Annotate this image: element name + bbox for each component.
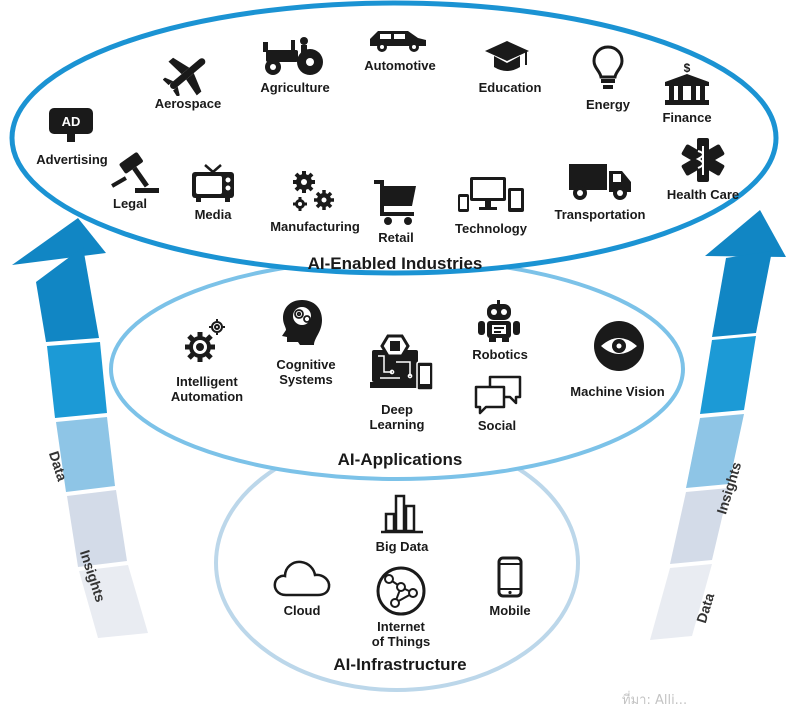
industries-ring [9, 0, 779, 276]
gavel-icon [111, 152, 159, 193]
robot-icon [478, 300, 520, 342]
app-label-deep-learning: Deep Learning [369, 402, 425, 432]
industry-label-legal: Legal [113, 196, 147, 211]
infrastructure-title: AI-Infrastructure [333, 655, 467, 674]
car-icon [370, 31, 426, 52]
industry-label-education: Education [478, 80, 542, 95]
industry-label-technology: Technology [455, 221, 527, 236]
industry-label-advertising: Advertising [36, 152, 108, 167]
right-arrow-head [705, 210, 786, 257]
shopping-cart-icon [374, 180, 416, 225]
right-arrow-segment-5 [650, 564, 712, 640]
eye-icon [594, 321, 644, 371]
ad-icon: AD [49, 108, 93, 142]
tv-icon [192, 164, 234, 202]
tractor-icon [263, 37, 323, 75]
app-label-social: Social [477, 418, 517, 433]
left-arrow-segment-2 [47, 342, 107, 418]
svg-text:$: $ [684, 62, 691, 75]
cloud-icon [273, 560, 331, 597]
devices-icon [458, 177, 524, 212]
infra-label-big-data: Big Data [375, 539, 429, 554]
chip-circuit-icon [370, 334, 434, 391]
industry-label-finance: Finance [662, 110, 712, 125]
industry-label-agriculture: Agriculture [260, 80, 330, 95]
brain-head-icon [282, 300, 322, 345]
right-arrow-segment-4 [670, 488, 729, 564]
left-arrow-segment-1 [36, 247, 99, 342]
source-watermark: ที่มา: Alli... [622, 693, 688, 705]
infra-label-cloud: Cloud [283, 603, 321, 618]
app-label-intelligent-automation: Intelligent Automation [170, 374, 244, 404]
industry-label-transportation: Transportation [554, 207, 646, 222]
chat-bubbles-icon [474, 375, 522, 415]
left-data-insights-arrow [12, 218, 148, 638]
lightbulb-icon [592, 45, 624, 89]
infra-label-mobile: Mobile [489, 603, 531, 618]
right-arrow-segment-2 [700, 336, 756, 414]
left-arrow-segment-5 [79, 565, 148, 638]
smartphone-icon [497, 556, 523, 598]
svg-text:AD: AD [62, 114, 81, 129]
medical-icon [681, 138, 725, 182]
gears-automation-icon [185, 319, 225, 362]
left-arrow-segment-4 [67, 490, 127, 567]
industry-label-health-care: Health Care [666, 187, 740, 202]
infra-label-internet-of-things: Internet of Things [371, 619, 431, 649]
industry-label-manufacturing: Manufacturing [270, 219, 360, 234]
industry-label-automotive: Automotive [364, 58, 436, 73]
industry-label-retail: Retail [378, 230, 414, 245]
right-arrow-segment-1 [712, 251, 772, 337]
bank-icon: $ [665, 62, 709, 105]
industry-label-energy: Energy [585, 97, 631, 112]
bar-chart-icon [381, 494, 423, 534]
app-label-machine-vision: Machine Vision [570, 384, 665, 399]
network-icon [376, 566, 426, 616]
gears-icon [293, 171, 334, 211]
left-arrow-segment-3 [56, 417, 115, 492]
industry-label-aerospace: Aerospace [154, 96, 222, 111]
graduation-cap-icon [485, 41, 529, 71]
applications-title: AI-Applications [337, 450, 463, 469]
left-arrow-head [12, 218, 106, 265]
app-label-robotics: Robotics [472, 347, 528, 362]
right-data-insights-arrow [650, 210, 786, 640]
airplane-icon [163, 57, 206, 96]
industry-label-media: Media [194, 207, 232, 222]
industries-title: AI-Enabled Industries [307, 254, 483, 273]
right-arrow-segment-3 [686, 414, 744, 488]
truck-icon [569, 164, 631, 200]
app-label-cognitive-systems: Cognitive Systems [276, 357, 336, 387]
